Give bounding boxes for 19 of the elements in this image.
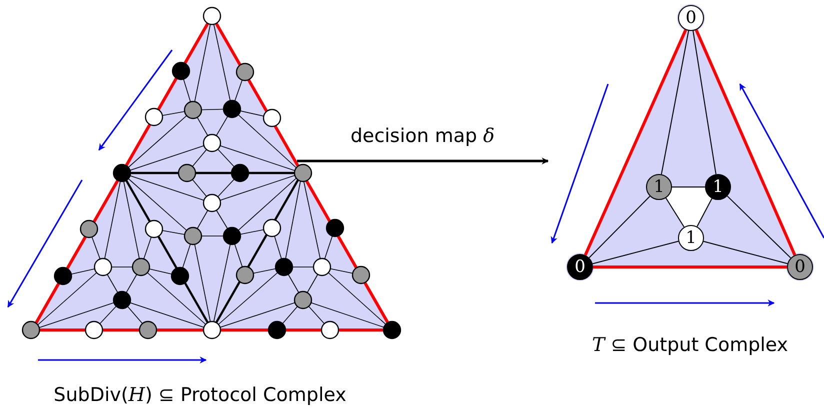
vertex-circle: 0 xyxy=(787,254,813,280)
edge-line xyxy=(665,198,685,228)
edge-line xyxy=(592,240,679,264)
complex-label: SubDiv(H) ⊆ Protocol Complex xyxy=(54,384,346,406)
vertex-circle: 0 xyxy=(567,254,593,280)
edge-line xyxy=(588,196,650,258)
edge-line xyxy=(696,198,712,227)
edge-line xyxy=(584,29,688,256)
edge-line xyxy=(726,196,792,258)
edge-line xyxy=(692,30,716,175)
edge-line xyxy=(694,29,796,256)
edge-line xyxy=(660,30,690,175)
edge-line xyxy=(672,186,706,188)
vertex-circle: 0 xyxy=(678,5,704,31)
edge-line xyxy=(703,240,788,264)
arrow xyxy=(297,158,549,164)
edge-label: decision map δ xyxy=(350,125,495,147)
complex-label: T ⊆ Output Complex xyxy=(592,334,788,356)
edge-line xyxy=(593,266,787,268)
